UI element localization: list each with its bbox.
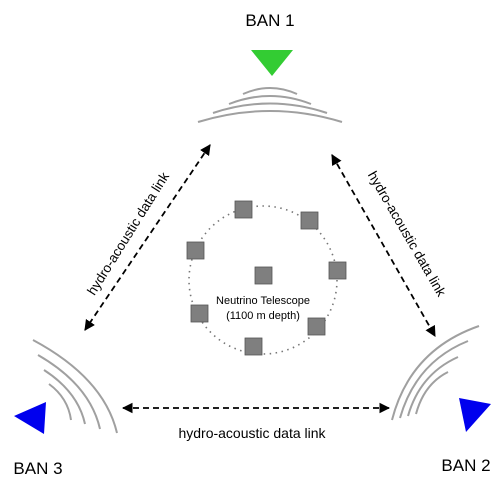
link-bottom-label: hydro-acoustic data link bbox=[178, 425, 326, 441]
ban1-station: BAN 1 bbox=[197, 11, 343, 123]
ban3-label: BAN 3 bbox=[13, 459, 62, 478]
telescope-label: Neutrino Telescope bbox=[216, 295, 310, 307]
ban1-wave-icon bbox=[197, 87, 343, 123]
ban3-wave-icon bbox=[32, 339, 118, 434]
ban1-triangle-icon bbox=[251, 50, 293, 76]
link-left: hydro-acoustic data link bbox=[84, 144, 211, 331]
detector-unit-icon bbox=[190, 304, 209, 323]
ban3-triangle-icon bbox=[14, 402, 46, 434]
ban2-label: BAN 2 bbox=[441, 456, 490, 475]
link-left-arrow-icon bbox=[84, 144, 211, 331]
neutrino-telescope: Neutrino Telescope (1100 m depth) bbox=[186, 200, 347, 356]
ban2-station: BAN 2 bbox=[391, 325, 491, 475]
detector-unit-icon bbox=[254, 266, 273, 285]
detector-unit-icon bbox=[307, 317, 326, 336]
ban1-label: BAN 1 bbox=[245, 11, 294, 30]
telescope-depth-label: (1100 m depth) bbox=[226, 310, 300, 322]
telescope-boundary bbox=[188, 205, 338, 355]
link-right-arrow-icon bbox=[331, 154, 436, 337]
link-right: hydro-acoustic data link bbox=[331, 154, 449, 337]
ban3-station: BAN 3 bbox=[13, 339, 118, 478]
detector-unit-icon bbox=[234, 200, 253, 219]
link-bottom: hydro-acoustic data link bbox=[121, 402, 391, 441]
ban2-triangle-icon bbox=[459, 398, 491, 432]
ban2-wave-icon bbox=[391, 325, 480, 421]
detector-unit-icon bbox=[328, 261, 347, 280]
detector-unit-icon bbox=[300, 211, 319, 230]
detector-unit-icon bbox=[244, 337, 263, 356]
link-left-label: hydro-acoustic data link bbox=[84, 169, 172, 297]
detector-unit-icon bbox=[186, 241, 205, 260]
